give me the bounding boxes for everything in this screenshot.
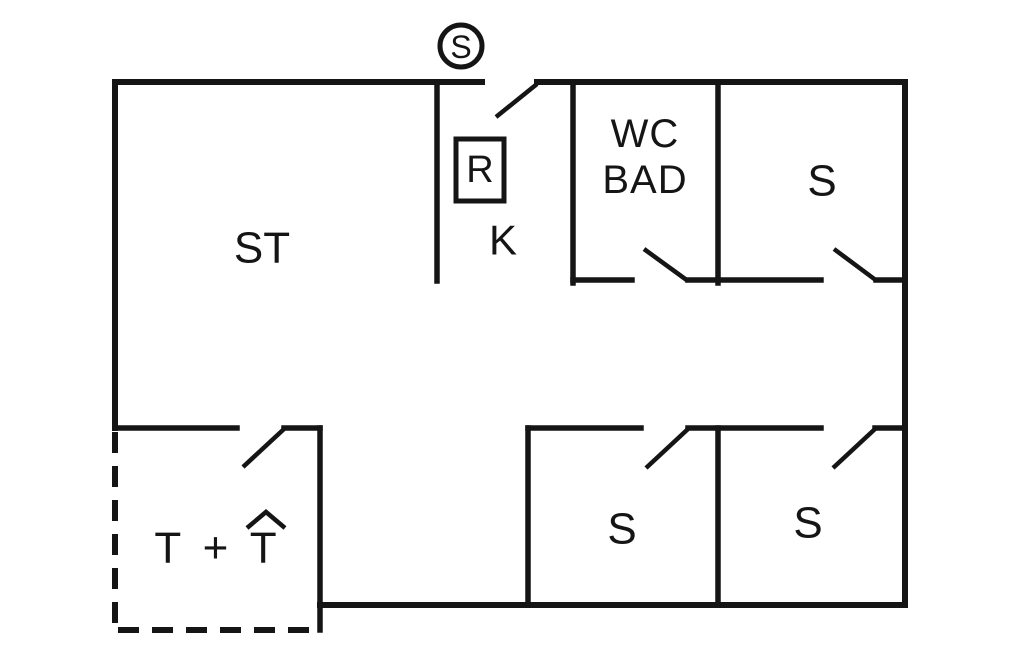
bedroom-top-right-door-swing [832, 247, 879, 283]
room-label-bedroom-bottom-right: S [793, 499, 822, 548]
top-circle-label: S [450, 29, 471, 65]
bedroom-bottom-right-door-swing [831, 427, 877, 470]
room-label-terrace: T + T [154, 524, 281, 573]
bedroom-bottom-middle-door-swing [644, 427, 690, 470]
terrace-label-group: T + T [154, 509, 287, 573]
top-circle-symbol: S [437, 22, 485, 70]
room-label-bedroom-top-right: S [807, 157, 836, 206]
room-label-kitchen: K [489, 217, 517, 264]
terrace-walls [112, 425, 323, 633]
entry-door-swing [494, 82, 539, 119]
circle-outline [437, 22, 485, 70]
bathroom-walls [570, 79, 721, 286]
room-label-living: ST [234, 224, 290, 273]
appliance-label: R [466, 149, 493, 191]
room-label-bath-line2: BAD [602, 158, 687, 202]
room-label-bath-line1: WC [611, 112, 680, 156]
bedroom-top-right-walls [715, 79, 908, 286]
appliance-box-outline [453, 136, 507, 204]
terrace-door-swing [241, 427, 286, 469]
roof-hat-icon [245, 509, 287, 530]
bathroom-door-swing [642, 247, 690, 283]
kitchen-walls [434, 79, 539, 284]
bottom-bedrooms-walls [525, 425, 908, 608]
appliance-symbol: R [453, 136, 507, 204]
outer-walls [112, 79, 908, 608]
room-label-bedroom-bottom-middle: S [607, 505, 636, 554]
